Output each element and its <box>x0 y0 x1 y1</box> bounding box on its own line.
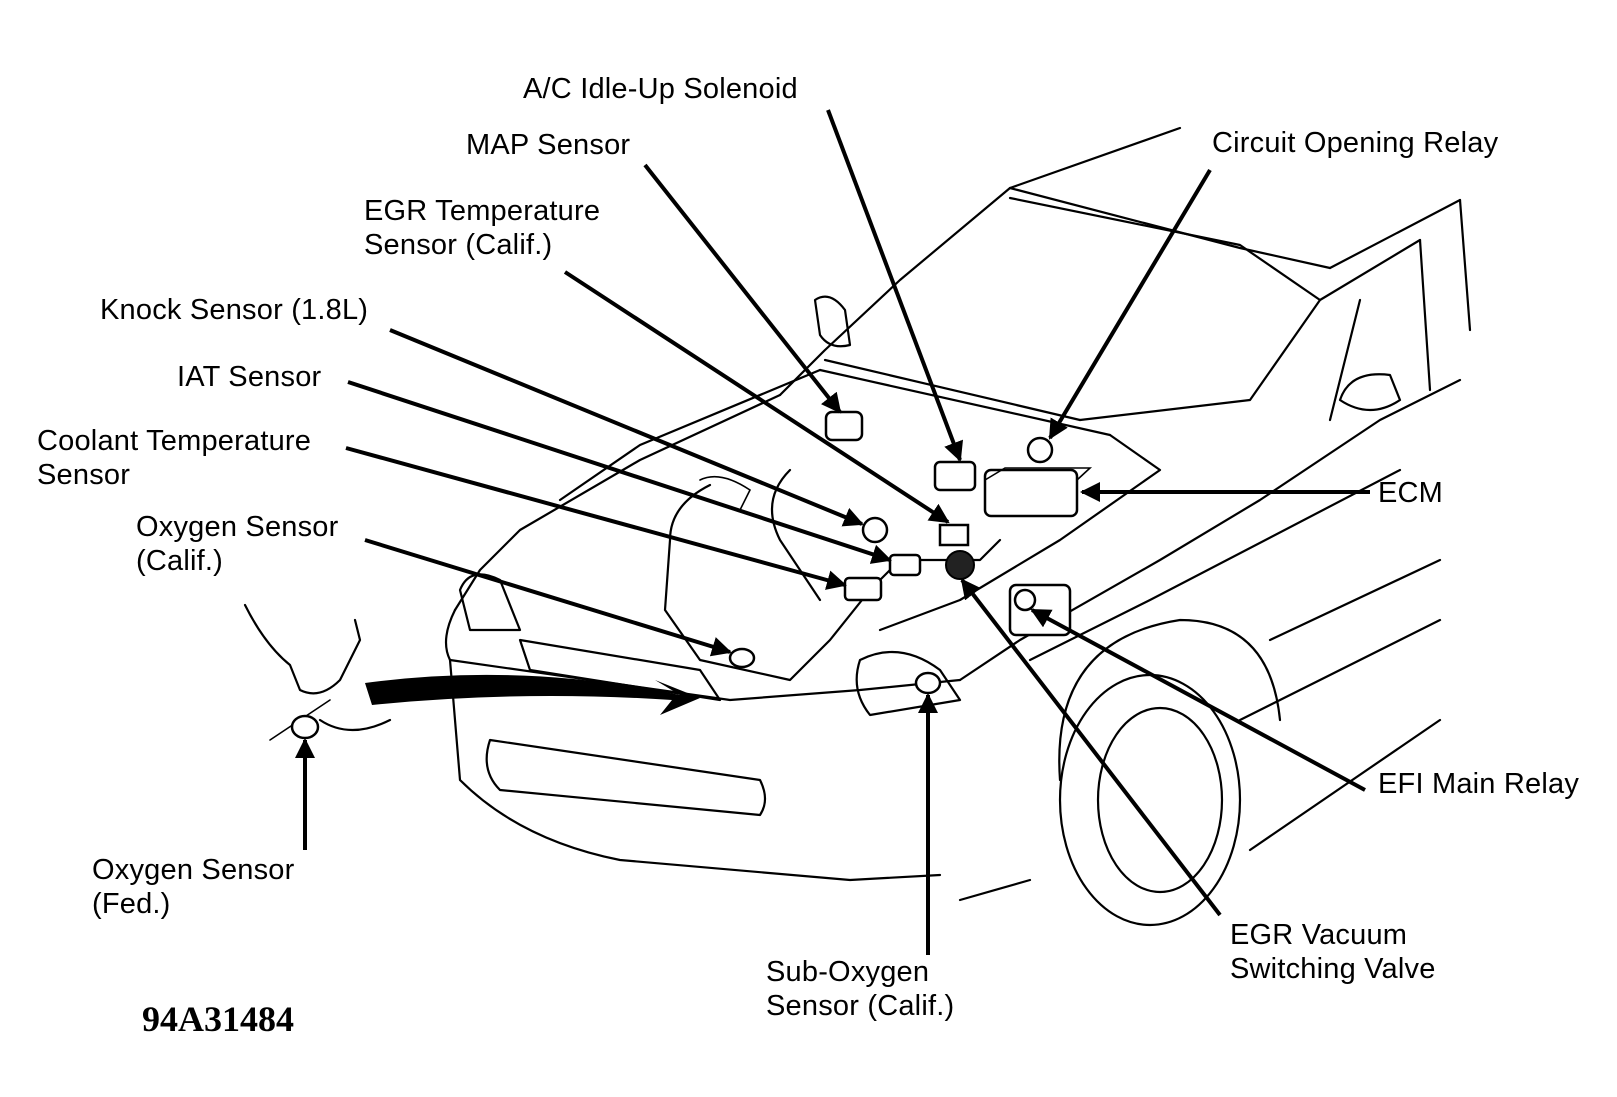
label-efi-main-relay: EFI Main Relay <box>1378 768 1580 800</box>
iat-sensor-part <box>888 553 922 577</box>
leader-coolant-temp <box>345 446 847 590</box>
leader-egr-vsv <box>960 578 1222 917</box>
label-egr-temperature-sensor: EGR Temperature Sensor (Calif.) <box>364 195 601 261</box>
leader-map-sensor <box>643 163 842 414</box>
circuit-opening-relay-part <box>1026 436 1054 464</box>
label-ecm: ECM <box>1378 477 1444 509</box>
coolant-temp-sensor-part <box>843 576 883 602</box>
sub-oxygen-sensor-part <box>914 671 942 695</box>
leader-circuit-opening-relay <box>1048 168 1212 440</box>
oxygen-sensor-fed-part <box>290 714 320 740</box>
oxygen-sensor-calif-part <box>728 647 756 669</box>
ac-idle-up-solenoid-part <box>933 460 977 492</box>
leader-iat-sensor <box>347 380 892 564</box>
egr-vsv-part <box>945 550 975 580</box>
leader-lines <box>295 109 1370 955</box>
label-coolant-temperature-sensor: Coolant Temperature Sensor <box>37 425 312 491</box>
leader-ac-idle-up <box>826 109 964 462</box>
leader-efi-main-relay <box>1030 608 1366 792</box>
label-oxygen-sensor-fed: Oxygen Sensor (Fed.) <box>92 854 295 920</box>
label-sub-oxygen-sensor: Sub-Oxygen Sensor (Calif.) <box>766 956 955 1022</box>
car-outline <box>243 126 1472 927</box>
ecm-box <box>983 468 1079 518</box>
label-iat-sensor: IAT Sensor <box>177 361 322 393</box>
leader-oxygen-calif <box>364 538 732 657</box>
leader-knock-sensor <box>389 328 864 527</box>
label-egr-vacuum-switching-valve: EGR Vacuum Switching Valve <box>1230 919 1436 985</box>
knock-sensor-part <box>861 516 889 544</box>
label-knock-sensor: Knock Sensor (1.8L) <box>100 294 369 326</box>
leader-egr-temp <box>563 270 950 524</box>
map-sensor-part <box>824 410 864 442</box>
label-ac-idle-up-solenoid: A/C Idle-Up Solenoid <box>523 73 798 105</box>
label-map-sensor: MAP Sensor <box>466 129 631 161</box>
label-circuit-opening-relay: Circuit Opening Relay <box>1212 127 1499 159</box>
egr-temp-sensor-part <box>938 523 970 547</box>
label-oxygen-sensor-calif: Oxygen Sensor (Calif.) <box>136 511 339 577</box>
figure-id: 94A31484 <box>142 999 294 1039</box>
